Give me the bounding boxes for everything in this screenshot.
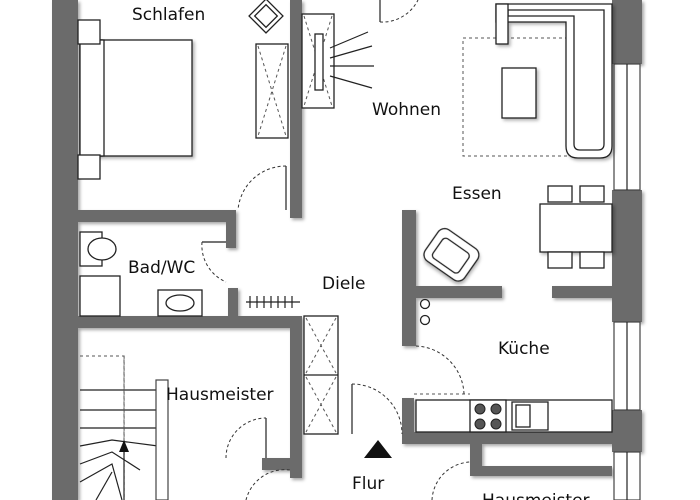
entrance-marker: [364, 440, 392, 458]
door-bottom-left-swing: [245, 469, 291, 500]
dining-table: [539, 203, 613, 253]
tv-ray-1: [329, 31, 369, 49]
burner-4: [490, 418, 502, 430]
burner-2: [490, 403, 502, 415]
media-cross-2: [303, 15, 333, 107]
stair-7: [95, 471, 113, 500]
nightstand-top: [77, 19, 101, 45]
wall-bad-hausmeister: [78, 316, 298, 328]
wall-hausmeister-bottom: [262, 458, 302, 470]
door-bottom-right-swing: [431, 461, 471, 500]
wall-kitchen-upper: [402, 286, 502, 298]
stair-5: [79, 451, 141, 471]
hall-cross-2: [305, 317, 337, 374]
dining-chair-1: [547, 185, 573, 203]
burner-3: [474, 418, 486, 430]
dining-chair-4: [579, 251, 605, 269]
door-wohnen-swing: [379, 0, 419, 23]
label-diele: Diele: [322, 274, 365, 294]
label-bad-wc: Bad/WC: [128, 258, 195, 278]
sink-basin: [165, 294, 195, 312]
wardrobe-cross-1: [257, 45, 287, 137]
wall-schlafen-wohnen: [290, 0, 302, 218]
tv: [314, 33, 324, 91]
label-wohnen: Wohnen: [372, 100, 441, 120]
stair-4: [79, 439, 159, 447]
outer-wall-left: [52, 0, 78, 500]
label-kueche: Küche: [498, 339, 550, 359]
nightstand-bottom: [77, 154, 101, 180]
bed-head: [79, 39, 105, 157]
wall-schlafen-bad: [78, 210, 236, 222]
sofa-armrest: [495, 3, 509, 45]
label-flur: Flur: [352, 474, 384, 494]
burner-1: [474, 403, 486, 415]
walls: [52, 0, 642, 500]
stair-6: [79, 463, 123, 500]
door-hausmeister-swing: [225, 417, 267, 459]
sofa: [495, 3, 613, 159]
door-bad-swing: [201, 241, 227, 283]
armchair-seat: [431, 237, 470, 274]
label-hausmeister: Hausmeister: [166, 385, 274, 405]
shaft-circle-2: [419, 314, 431, 326]
wall-bottom-right: [470, 466, 612, 476]
outer-wall-right-low: [612, 410, 642, 452]
wall-kitchen-column: [402, 210, 416, 346]
wardrobe-cross-2: [257, 45, 287, 137]
sofa-seat: [507, 9, 605, 151]
label-schlafen: Schlafen: [132, 5, 205, 25]
stair-wall: [155, 379, 169, 500]
toilet-bowl: [87, 237, 117, 261]
armchair: [423, 227, 480, 282]
coffee-table: [501, 67, 537, 119]
windows: [613, 63, 641, 500]
bed: [79, 39, 193, 157]
stair-dash-guide: [80, 355, 125, 440]
dining-chair-2: [579, 185, 605, 203]
outer-wall-right-top: [612, 0, 642, 64]
wall-bad-door: [228, 288, 238, 328]
door-schlafen-swing: [237, 165, 287, 211]
wall-hausmeister-diele: [290, 316, 302, 478]
hall-cross-4: [305, 376, 337, 433]
wardrobe: [255, 43, 289, 139]
door-kitchen-swing: [415, 345, 465, 395]
radiator-ribs: [249, 296, 293, 308]
wall-essen-kitchen: [552, 286, 612, 298]
tv-ray-2: [329, 45, 373, 59]
wall-kitchen-lower: [402, 432, 612, 444]
shaft-circle-1: [419, 298, 431, 310]
label-hausmeister-2: Hausmeister: [482, 491, 590, 500]
outer-wall-right-mid: [612, 190, 642, 322]
wall-bad-stub: [226, 210, 236, 248]
staircase: [79, 355, 169, 500]
door-entry-swing: [351, 383, 403, 435]
chair-diamond-inner: [253, 3, 279, 29]
stair-arrow-head: [119, 440, 129, 452]
dining-chair-3: [547, 251, 573, 269]
shower: [79, 275, 121, 317]
label-essen: Essen: [452, 184, 502, 204]
stove: [469, 399, 507, 433]
media-cross-1: [303, 15, 333, 107]
tv-ray-4: [329, 75, 373, 89]
kitchen-sink-basin: [515, 404, 531, 428]
wall-kitchen-door: [402, 398, 414, 444]
